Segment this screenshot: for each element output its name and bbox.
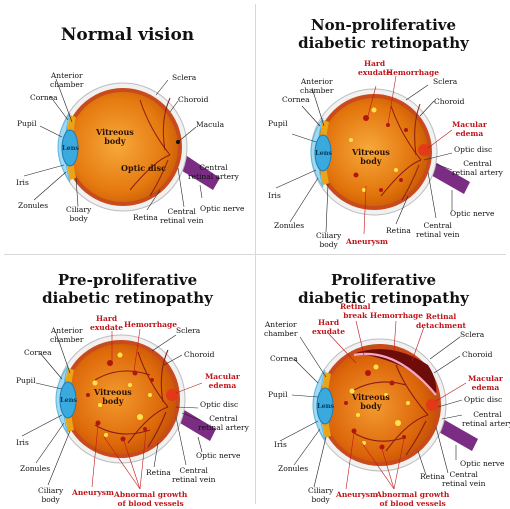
label-optic-nerve: Optic nerve	[200, 205, 244, 214]
label-central-retinal-artery: Central retinal artery	[462, 411, 510, 428]
label-cornea: Cornea	[24, 349, 52, 358]
label-sclera: Sclera	[176, 327, 200, 336]
label-sclera: Sclera	[433, 78, 457, 87]
label-cornea: Cornea	[270, 355, 298, 364]
panel-title: Non-proliferative diabetic retinopathy	[256, 16, 510, 52]
label-pupil: Pupil	[17, 120, 36, 129]
label-optic-disc: Optic disc	[121, 164, 166, 173]
label-vitreous-body: Vitreous body	[96, 128, 134, 146]
label-central-retinal-vein: Central retinal vein	[442, 471, 485, 488]
label-optic-nerve: Optic nerve	[196, 452, 240, 461]
label-macular-edema: Macular edema	[452, 121, 487, 138]
label-iris: Iris	[274, 441, 287, 450]
label-hard-exudate: Hard exudate	[312, 319, 345, 336]
label-zonules: Zonules	[20, 465, 50, 474]
label-retina: Retina	[386, 227, 411, 236]
label-anterior-chamber: Anterior chamber	[300, 78, 333, 95]
label-central-retinal-vein: Central retinal vein	[172, 467, 215, 484]
panel-title: Normal vision	[0, 26, 255, 45]
label-choroid: Choroid	[184, 351, 214, 360]
panel-title: Pre-proliferative diabetic retinopathy	[0, 271, 255, 307]
label-anterior-chamber: Anterior chamber	[50, 72, 83, 89]
label-zonules: Zonules	[278, 465, 308, 474]
label-hemorrhage: Hemorrhage	[386, 69, 439, 78]
label-vitreous-body: Vitreous body	[94, 388, 132, 406]
label-retinal-detachment: Retinal detachment	[416, 313, 466, 330]
label-choroid: Choroid	[462, 351, 492, 360]
label-pupil: Pupil	[268, 391, 287, 400]
label-retina: Retina	[146, 469, 171, 478]
label-macula: Macula	[196, 121, 224, 130]
label-retinal-break: Retinal break	[340, 303, 370, 320]
label-lens: Lens	[60, 396, 77, 404]
label-central-retinal-vein: Central retinal vein	[160, 208, 203, 225]
label-iris: Iris	[16, 439, 29, 448]
label-optic-disc: Optic disc	[464, 396, 502, 405]
label-zonules: Zonules	[274, 222, 304, 231]
label-lens: Lens	[315, 149, 332, 157]
label-ciliary-body: Ciliary body	[316, 232, 341, 249]
label-cornea: Cornea	[30, 94, 58, 103]
label-ciliary-body: Ciliary body	[308, 487, 333, 504]
label-sclera: Sclera	[460, 331, 484, 340]
label-central-retinal-vein: Central retinal vein	[416, 222, 459, 239]
panel-proliferative: Proliferative diabetic retinopathy Retin…	[256, 255, 510, 509]
label-anterior-chamber: Anterior chamber	[50, 327, 83, 344]
panel-pre-proliferative: Pre-proliferative diabetic retinopathy A…	[0, 255, 255, 509]
label-optic-disc: Optic disc	[454, 146, 492, 155]
label-optic-nerve: Optic nerve	[460, 460, 504, 469]
label-optic-disc: Optic disc	[200, 401, 238, 410]
label-abnormal-growth: Abnormal growth of blood vessels	[114, 491, 187, 508]
label-central-retinal-artery: Central retinal artery	[198, 415, 249, 432]
label-sclera: Sclera	[172, 74, 196, 83]
label-optic-nerve: Optic nerve	[450, 210, 494, 219]
label-vitreous-body: Vitreous body	[352, 393, 390, 411]
panel-normal-vision: Normal vision Anterior chamber Sclera Co…	[0, 0, 255, 254]
label-central-retinal-artery: Central retinal artery	[188, 164, 239, 181]
label-lens: Lens	[317, 402, 334, 410]
label-hemorrhage: Hemorrhage	[124, 321, 177, 330]
label-pupil: Pupil	[16, 377, 35, 386]
label-aneurysm: Aneurysm	[336, 491, 378, 500]
label-zonules: Zonules	[18, 202, 48, 211]
panel-title: Proliferative diabetic retinopathy	[256, 271, 510, 307]
label-aneurysm: Aneurysm	[346, 238, 388, 247]
label-iris: Iris	[16, 179, 29, 188]
label-cornea: Cornea	[282, 96, 310, 105]
label-hard-exudate: Hard exudate	[90, 315, 123, 332]
label-lens: Lens	[62, 144, 79, 152]
label-pupil: Pupil	[268, 120, 287, 129]
panel-non-proliferative: Non-proliferative diabetic retinopathy A…	[256, 0, 510, 254]
label-central-retinal-artery: Central retinal artery	[452, 160, 503, 177]
label-anterior-chamber: Anterior chamber	[264, 321, 297, 338]
label-ciliary-body: Ciliary body	[38, 487, 63, 504]
label-abnormal-growth: Abnormal growth of blood vessels	[376, 491, 449, 508]
label-vitreous-body: Vitreous body	[352, 148, 390, 166]
label-choroid: Choroid	[434, 98, 464, 107]
label-iris: Iris	[268, 192, 281, 201]
label-choroid: Choroid	[178, 96, 208, 105]
label-macular-edema: Macular edema	[468, 375, 503, 392]
label-retina: Retina	[133, 214, 158, 223]
label-macular-edema: Macular edema	[205, 373, 240, 390]
label-aneurysm: Aneurysm	[72, 489, 114, 498]
label-ciliary-body: Ciliary body	[66, 206, 91, 223]
